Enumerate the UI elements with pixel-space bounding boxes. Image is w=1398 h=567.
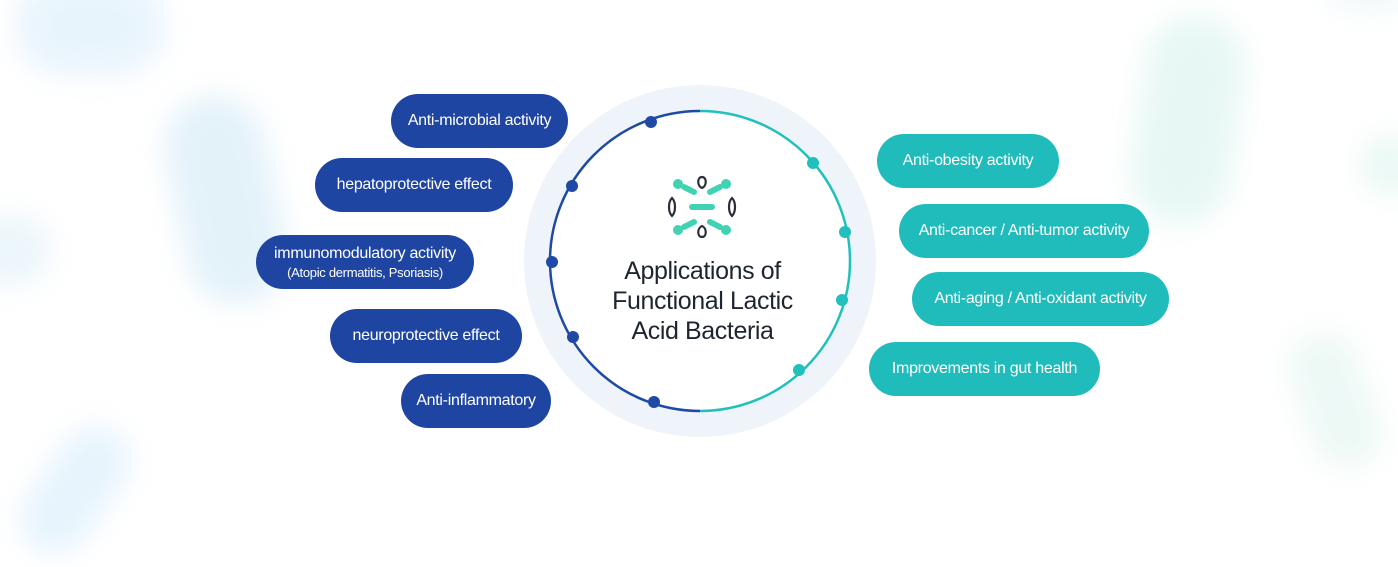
ring-diagram — [524, 85, 876, 437]
pill-neuroprotective: neuroprotective effect — [330, 309, 522, 363]
pill-label: neuroprotective effect — [352, 327, 500, 344]
ring-node — [839, 226, 851, 238]
background-blob — [1330, 0, 1398, 10]
pill-anti-cancer: Anti-cancer / Anti-tumor activity — [899, 204, 1149, 258]
ring-arc-right — [699, 109, 852, 413]
pill-label: Anti-aging / Anti-oxidant activity — [934, 290, 1147, 307]
center-title-line: Functional Lactic — [612, 287, 793, 315]
background-blob — [15, 0, 165, 75]
pill-label: immunomodulatory activity — [274, 244, 456, 262]
center-title-line: Applications of — [624, 257, 781, 285]
ring-node — [807, 157, 819, 169]
pill-anti-aging: Anti-aging / Anti-oxidant activity — [912, 272, 1169, 326]
ring-node — [648, 396, 660, 408]
center-title-line: Acid Bacteria — [631, 317, 774, 345]
pill-hepatoprotective: hepatoprotective effect — [315, 158, 513, 212]
pill-sublabel: (Atopic dermatitis, Psoriasis) — [287, 264, 443, 280]
pill-anti-microbial: Anti-microbial activity — [391, 94, 568, 148]
pill-gut-health: Improvements in gut health — [869, 342, 1100, 396]
pill-anti-obesity: Anti-obesity activity — [877, 134, 1059, 188]
bacteria-icon — [667, 175, 737, 239]
pill-anti-inflammatory: Anti-inflammatory — [401, 374, 551, 428]
pill-label: Anti-inflammatory — [416, 392, 536, 409]
pill-label: hepatoprotective effect — [336, 176, 492, 193]
pill-label: Anti-microbial activity — [407, 112, 552, 129]
pill-immunomodulatory: immunomodulatory activity (Atopic dermat… — [256, 235, 474, 289]
pill-label: Improvements in gut health — [891, 360, 1078, 377]
pill-label: Anti-cancer / Anti-tumor activity — [918, 222, 1130, 239]
ring-node — [836, 294, 848, 306]
ring-node — [567, 331, 579, 343]
center-title: Applications of Functional Lactic Acid B… — [580, 256, 825, 346]
ring-node — [566, 180, 578, 192]
ring-node — [645, 116, 657, 128]
ring-node — [546, 256, 558, 268]
ring-node — [793, 364, 805, 376]
ring-inner-disc — [550, 111, 850, 411]
pill-label: Anti-obesity activity — [902, 152, 1034, 169]
